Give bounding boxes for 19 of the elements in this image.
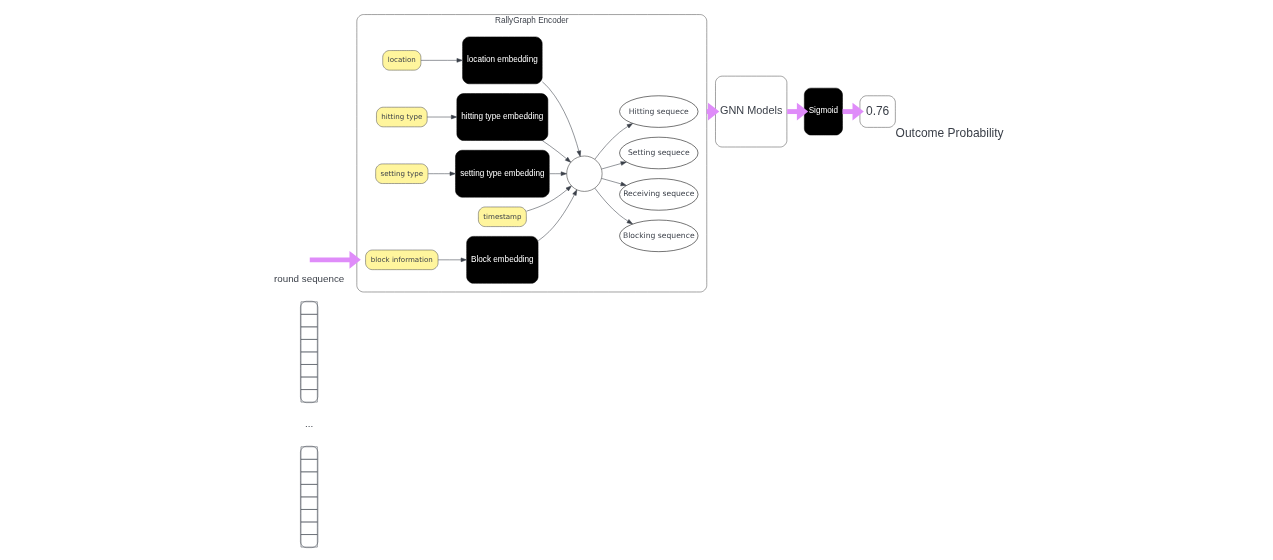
arrow bbox=[426, 114, 457, 120]
node-box: 0.76 bbox=[859, 95, 896, 128]
arrow bbox=[541, 140, 571, 163]
arrow bbox=[541, 81, 581, 157]
label: ... bbox=[304, 417, 313, 429]
arrow bbox=[537, 189, 577, 242]
arrow bbox=[437, 257, 467, 262]
arrow bbox=[594, 187, 633, 225]
arrow bbox=[594, 123, 633, 160]
arrow bbox=[420, 58, 463, 63]
node-label: Outcome Probability bbox=[895, 125, 1004, 140]
label: round sequence bbox=[273, 272, 344, 284]
arrow bbox=[427, 171, 456, 176]
arrow bbox=[525, 185, 572, 212]
arrow bbox=[548, 171, 567, 176]
node-box: GNN Models bbox=[714, 75, 787, 148]
arrow bbox=[600, 178, 627, 187]
arrow bbox=[309, 250, 361, 269]
arrow bbox=[600, 161, 627, 170]
